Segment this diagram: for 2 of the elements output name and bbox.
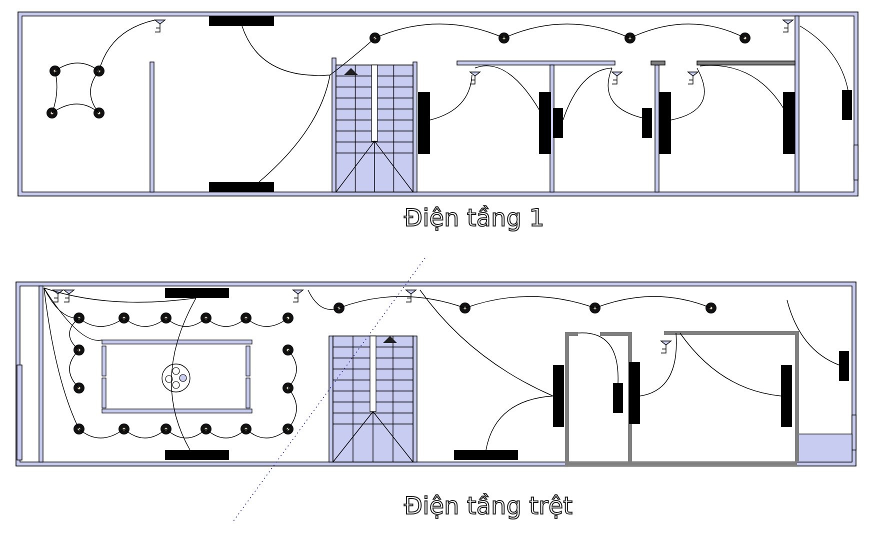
floor-title: Điện tầng trệt [404,494,573,518]
floor-title: Điện tầng 1 [404,206,544,230]
